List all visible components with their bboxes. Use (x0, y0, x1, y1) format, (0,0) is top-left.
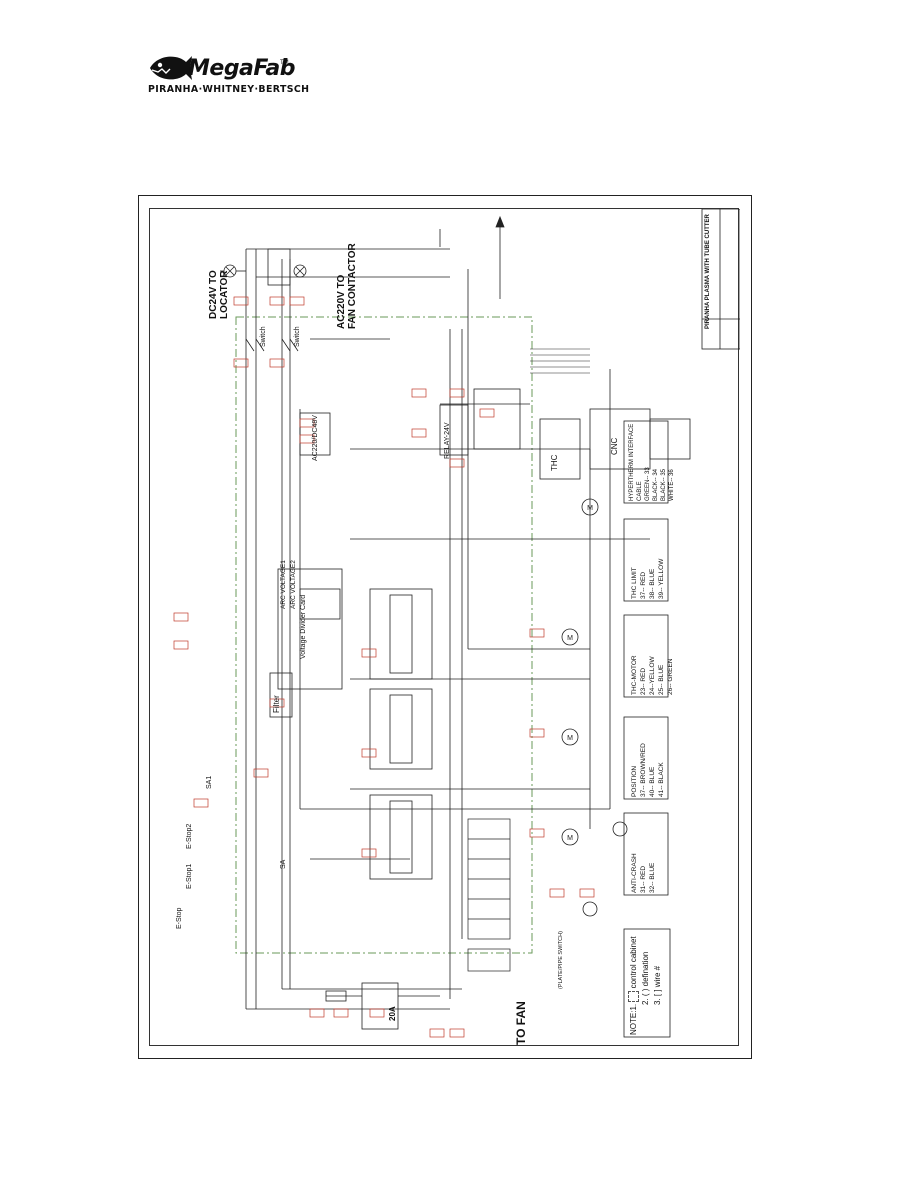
notes-block: NOTE:1. control cabinet 2. ( ) definatio… (628, 936, 664, 1035)
legend-item: 39-- YELLOW (658, 558, 665, 599)
filter-label: Filter (272, 695, 281, 713)
legend-item: 41-- BLACK (658, 762, 665, 797)
cnc-label: CNC (610, 437, 619, 455)
notes-line3: 3. [ ] wire # (653, 965, 662, 1005)
svg-text:M: M (567, 735, 573, 742)
brand-logo: MegaFab TM PIRANHA·WHITNEY·BERTSCH (148, 52, 318, 100)
legend-anti-crash: ANTI-CRASH 31-- RED 32-- BLUE (630, 853, 657, 893)
legend-title: THC LIMIT (631, 567, 638, 599)
legend-thc-limit: THC LIMIT 37-- RED 38-- BLUE 39-- YELLOW (630, 559, 666, 599)
brand-tagline: PIRANHA·WHITNEY·BERTSCH (148, 84, 310, 95)
legend-title: THC-MOTOR (631, 655, 638, 695)
switch-label-1: Switch (260, 326, 267, 347)
cabinet-symbol-icon (628, 990, 640, 1002)
arc-voltage1-label: ARC VOLTAGE1 (280, 560, 287, 609)
legend-item: 25-- BLUE (658, 664, 665, 695)
terminal-strips (467, 818, 511, 972)
legend-item: WHITE-- 36 (669, 469, 675, 501)
schematic-frame: M M M M (149, 208, 740, 1046)
to-fan-label: TO FAN (514, 1001, 528, 1045)
motors (561, 498, 628, 917)
voltage-divider-card (269, 568, 343, 718)
legend-hypertherm-cable: HYPERTHERM INTERFACE CABLE GREEN-- 33 BL… (628, 421, 676, 501)
wiring-diagram: M M M M (173, 209, 740, 1038)
wire-number-tags (173, 296, 595, 1038)
estop-label: E-Stop (176, 907, 183, 929)
top-switches (245, 338, 521, 456)
relay-label: RELAY-24V (444, 422, 451, 459)
driver-blocks (369, 588, 433, 880)
power-supply-label: AC220/DC48V (312, 415, 319, 461)
legend-item: 24--YELLOW (649, 656, 656, 695)
cable-bundle (530, 348, 590, 374)
arc-voltage2-label: ARC VOLTAGE2 (290, 560, 297, 609)
fan-contactor-label: AC220V TO FAN CONTACTOR (336, 243, 358, 329)
sa1-label: SA1 (206, 775, 213, 789)
legend-item: BLACK-- 34 (653, 468, 659, 501)
voltage-divider-label: Voltage Divider Card (300, 594, 307, 659)
legend-item: 31-- RED (640, 865, 647, 893)
legend-title: ANTI-CRASH (631, 853, 638, 893)
locator-lamp (220, 264, 246, 278)
svg-text:M: M (567, 635, 573, 642)
legend-title: POSITION (631, 765, 638, 797)
motor-labels: M M M M (567, 505, 593, 842)
fuse-rating-label: 20A (388, 1006, 397, 1021)
legend-title: HYPERTHERM INTERFACE CABLE (629, 423, 643, 501)
thc-label: THC (550, 454, 559, 471)
legend-thc-motor: THC-MOTOR 23-- RED 24--YELLOW 25-- BLUE … (630, 655, 675, 695)
legend-item: 37-- RED (640, 571, 647, 599)
piranha-fish-icon (150, 56, 192, 80)
estop1-label: E-Stop1 (186, 863, 193, 889)
legend-item: 23-- RED (640, 667, 647, 695)
legend-item: 40-- BLUE (649, 766, 656, 797)
svg-text:M: M (587, 505, 593, 512)
notes-title: NOTE:1. (629, 1003, 638, 1035)
title-block (701, 209, 740, 350)
legend-item: 26-- GREEN (667, 658, 674, 695)
legend-item: 38-- BLUE (649, 568, 656, 599)
thc-cnc-area (495, 215, 691, 480)
notes-line1: control cabinet (629, 936, 638, 989)
legend-item: 37-- BROWN/RED (640, 743, 647, 797)
estop2-label: E-Stop2 (186, 823, 193, 849)
legend-item: 32-- BLUE (649, 862, 656, 893)
brand-name: MegaFab (188, 56, 296, 81)
brand-tm: TM (280, 60, 289, 66)
plate-pipe-switch-label: (PLATE/PIPE SWITCH) (558, 931, 564, 989)
control-cabinet-boundary (235, 316, 533, 954)
fan-contactor-coil (267, 248, 307, 286)
fan-circuit (325, 982, 440, 1030)
schematic-sheet: M M M M (138, 195, 752, 1059)
switch-label-2: Switch (294, 326, 301, 347)
legend-position: POSITION 37-- BROWN/RED 40-- BLUE 41-- B… (630, 743, 666, 797)
drawing-title: PIRANHA PLASMA WITH TUBE CUTTER (705, 214, 711, 329)
notes-line2: 2. ( ) defination (641, 951, 650, 1005)
legend-item: BLACK-- 35 (661, 468, 667, 501)
legend-boxes (623, 420, 671, 1038)
locator-label: DC24V TO LOCATOR (208, 270, 230, 319)
svg-text:M: M (567, 835, 573, 842)
legend-item: GREEN-- 33 (645, 467, 651, 501)
sa-label: SA (280, 859, 287, 869)
